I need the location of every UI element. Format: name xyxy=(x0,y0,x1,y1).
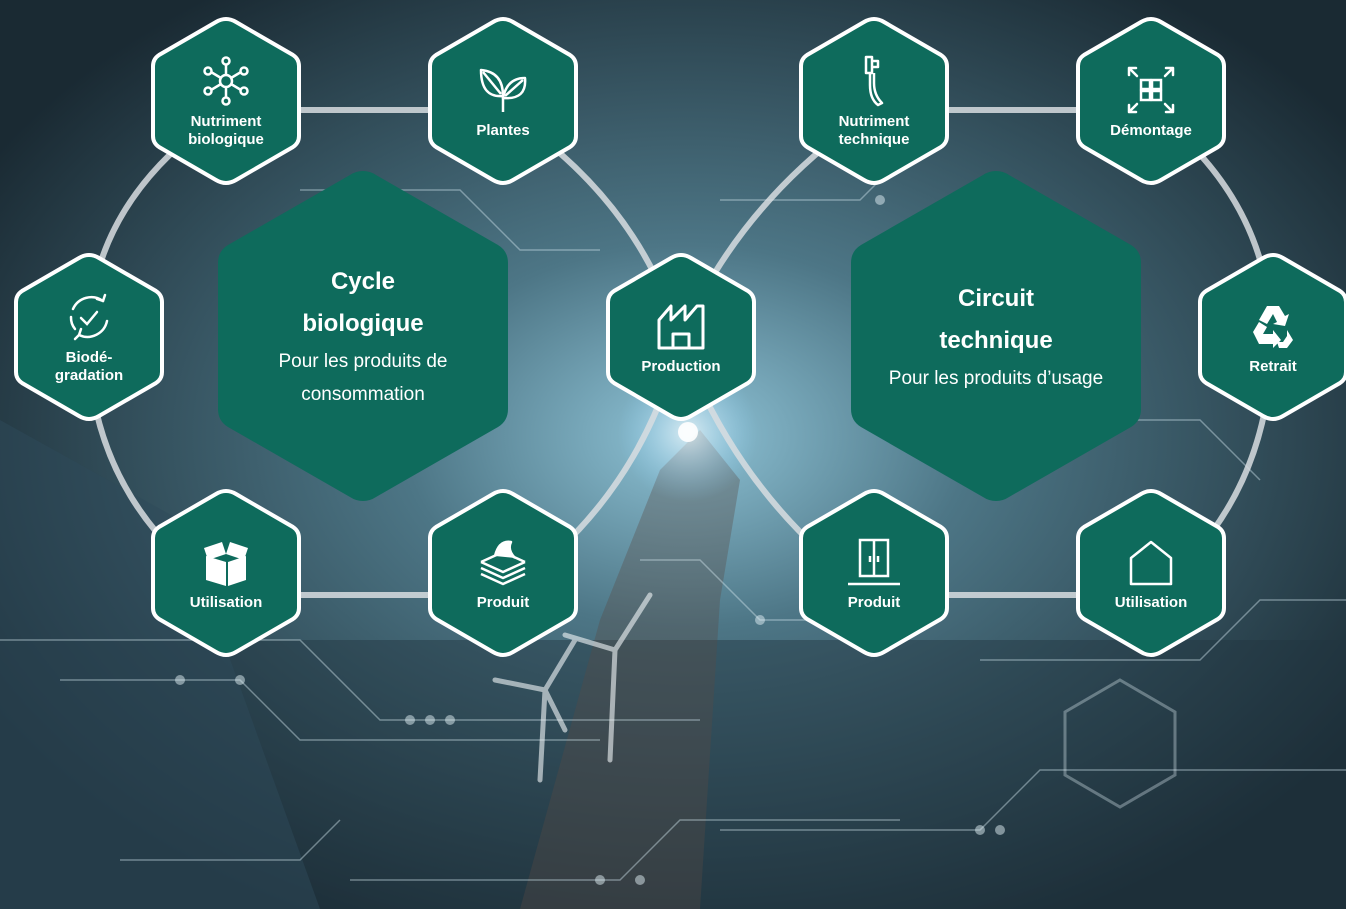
recycle-check-icon xyxy=(58,289,120,345)
biological-cycle-title-1: Cycle xyxy=(330,268,396,295)
node-label: Démontage xyxy=(1110,122,1192,139)
molecule-icon xyxy=(195,53,257,109)
technical-cycle-title-2: technique xyxy=(939,326,1053,354)
leaves-icon xyxy=(472,62,534,118)
node-label: Production xyxy=(641,358,721,375)
biological-cycle-title-2: biologique xyxy=(302,310,424,337)
node-nutriment-technique: Nutriment technique xyxy=(797,15,951,187)
disassembly-icon xyxy=(1120,62,1182,118)
node-produit-biologique: Produit xyxy=(426,487,580,659)
technical-cycle-hex: Circuit technique Pour les produits d’us… xyxy=(847,167,1145,505)
node-label: Plantes xyxy=(476,122,530,139)
biological-cycle-subtitle: Pour les produits de consommation xyxy=(278,351,448,405)
node-label: Produit xyxy=(476,594,530,611)
node-utilisation-technique: Utilisation xyxy=(1074,487,1228,659)
door-handle-icon xyxy=(843,53,905,109)
node-biodegradation: Biodé-gradation xyxy=(12,251,166,423)
door-icon xyxy=(843,534,905,590)
box-icon xyxy=(195,534,257,590)
biological-cycle-hex: Cycle biologique Pour les produits de co… xyxy=(214,167,512,505)
node-demontage: Démontage xyxy=(1074,15,1228,187)
node-produit-technique: Produit xyxy=(797,487,951,659)
node-label: Nutriment biologique xyxy=(188,113,264,148)
node-nutriment-biologique: Nutriment biologique xyxy=(149,15,303,187)
technical-cycle-subtitle: Pour les produits d’usage xyxy=(888,367,1104,389)
node-retrait: Retrait xyxy=(1196,251,1346,423)
node-production: Production xyxy=(604,251,758,423)
factory-icon xyxy=(650,298,712,354)
node-label: Retrait xyxy=(1249,358,1297,375)
node-label: Produit xyxy=(847,594,901,611)
recycle-icon xyxy=(1242,298,1304,354)
paper-stack-icon xyxy=(472,534,534,590)
house-icon xyxy=(1120,534,1182,590)
node-label: Nutriment technique xyxy=(838,113,910,148)
node-label: Utilisation xyxy=(1114,594,1188,611)
node-label: Biodé-gradation xyxy=(54,349,124,384)
node-label: Utilisation xyxy=(189,594,263,611)
technical-cycle-title-1: Circuit xyxy=(957,284,1034,312)
node-plantes: Plantes xyxy=(426,15,580,187)
node-utilisation-biologique: Utilisation xyxy=(149,487,303,659)
